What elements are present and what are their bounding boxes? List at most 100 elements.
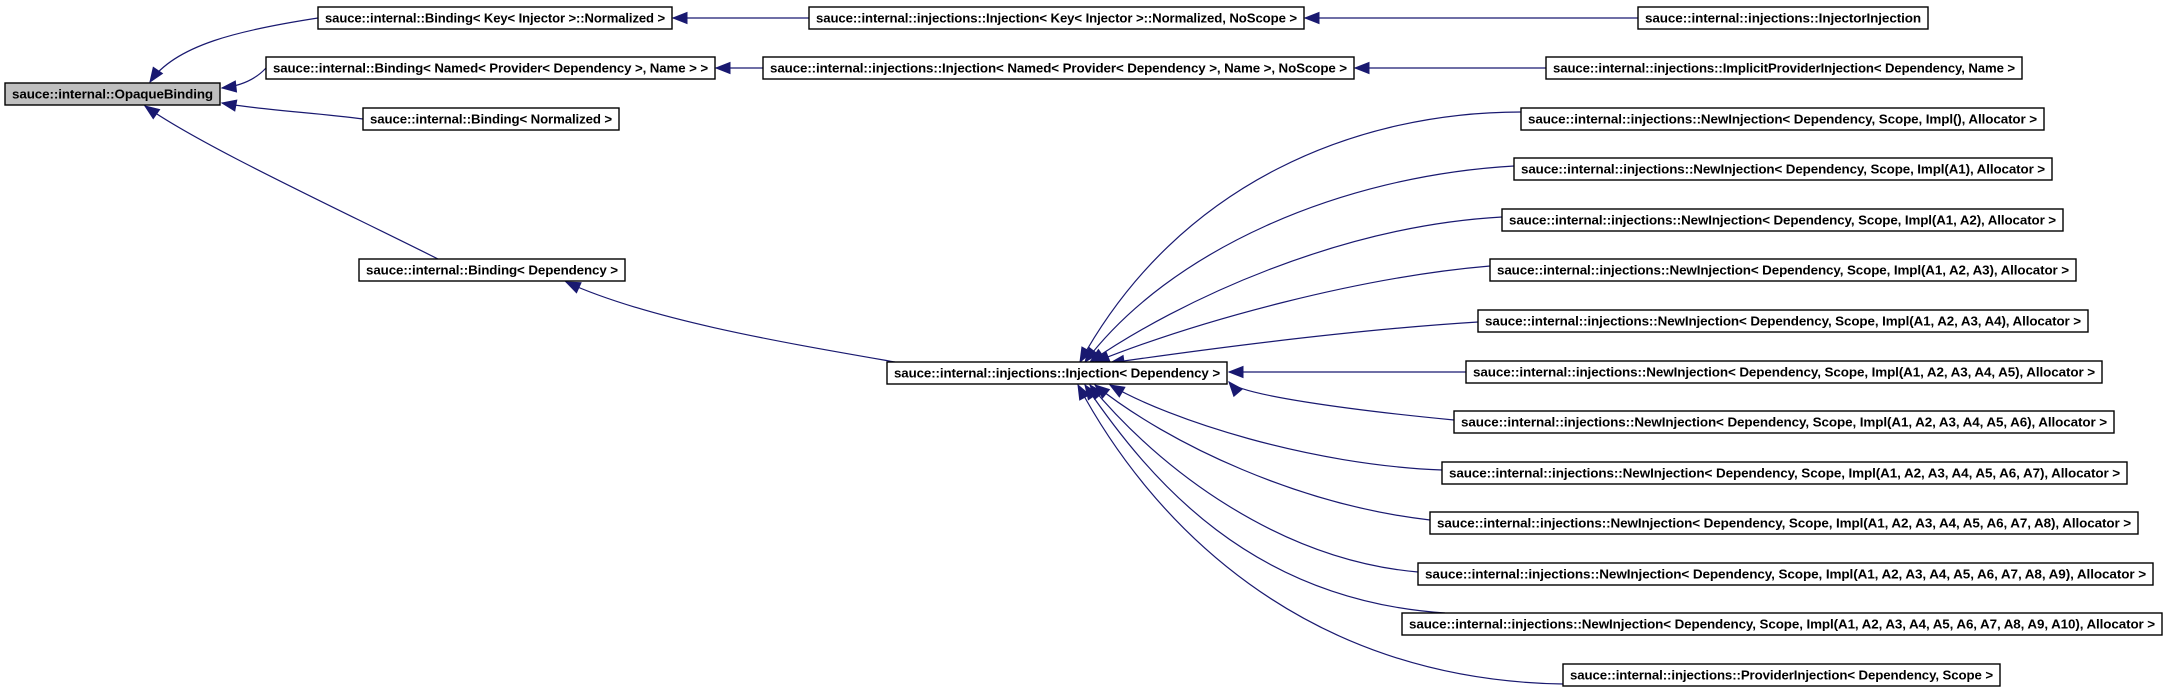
class-node[interactable]: sauce::internal::Binding< Dependency > (358, 258, 626, 282)
class-node-box (1429, 511, 2139, 535)
inheritance-edge-n13-n7 (1093, 265, 1491, 363)
class-node-box (1520, 107, 2045, 131)
edge-line (1089, 216, 1503, 363)
edge-line (1109, 384, 1443, 471)
inheritance-edge-n3-n0 (220, 99, 364, 120)
class-node[interactable]: sauce::internal::injections::NewInjectio… (1453, 410, 2115, 434)
class-node-label: sauce::internal::injections::Injection< … (770, 61, 1348, 76)
inheritance-edge-n17-n7 (1108, 384, 1443, 471)
class-node[interactable]: sauce::internal::injections::Injection< … (762, 56, 1355, 80)
class-node-label: sauce::internal::OpaqueBinding (12, 87, 213, 102)
edge-arrowhead (714, 61, 731, 75)
class-node-box (1453, 410, 2115, 434)
class-node-label: sauce::internal::injections::NewInjectio… (1485, 314, 2082, 329)
class-node[interactable]: sauce::internal::injections::NewInjectio… (1401, 612, 2163, 636)
inheritance-edge-n14-n7 (1108, 321, 1479, 368)
class-node-root[interactable]: sauce::internal::OpaqueBinding (4, 82, 221, 106)
edge-line (565, 281, 896, 363)
class-node[interactable]: sauce::internal::injections::Injection< … (808, 6, 1305, 30)
class-node-label: sauce::internal::injections::NewInjectio… (1425, 567, 2147, 582)
class-node-label: sauce::internal::injections::NewInjectio… (1528, 112, 2038, 127)
edge-arrowhead (220, 80, 238, 93)
edge-arrowhead (149, 66, 164, 84)
edge-line (1094, 384, 1431, 521)
class-node-box (4, 82, 221, 106)
class-node[interactable]: sauce::internal::injections::InjectorInj… (1637, 6, 1929, 30)
inheritance-edge-n2-n0 (220, 67, 267, 93)
class-node-label: sauce::internal::injections::ProviderInj… (1570, 668, 1994, 683)
edge-arrowhead (1303, 11, 1320, 25)
edge-line (1094, 265, 1491, 363)
class-node[interactable]: sauce::internal::injections::NewInjectio… (1441, 461, 2128, 485)
class-node[interactable]: sauce::internal::injections::Injection< … (886, 361, 1228, 385)
class-node-box (1401, 612, 2163, 636)
class-node-label: sauce::internal::Binding< Dependency > (366, 263, 619, 278)
class-node[interactable]: sauce::internal::injections::NewInjectio… (1465, 360, 2103, 384)
inheritance-edge-n15-n7 (1227, 365, 1466, 379)
class-node-box (362, 107, 620, 131)
class-node-label: sauce::internal::Binding< Normalized > (370, 112, 613, 127)
class-node-label: sauce::internal::injections::Injection< … (894, 366, 1221, 381)
inheritance-edge-n6-n2 (714, 61, 763, 75)
edge-line (221, 102, 364, 120)
inheritance-edge-n1-n0 (149, 17, 319, 84)
class-node[interactable]: sauce::internal::injections::ProviderInj… (1562, 663, 2001, 687)
class-node-box (317, 6, 673, 30)
class-node-label: sauce::internal::injections::NewInjectio… (1461, 415, 2108, 430)
inheritance-edge-n9-n6 (1353, 61, 1546, 75)
class-node[interactable]: sauce::internal::injections::NewInjectio… (1417, 562, 2154, 586)
edge-line (1228, 381, 1455, 421)
class-node-box (1637, 6, 1929, 30)
edge-arrowhead (1077, 383, 1091, 401)
inheritance-edge-n20-n7 (1084, 383, 1446, 614)
edge-arrowhead (1227, 365, 1244, 379)
class-node[interactable]: sauce::internal::injections::NewInjectio… (1429, 511, 2139, 535)
class-node[interactable]: sauce::internal::injections::NewInjectio… (1513, 157, 2053, 181)
class-node-label: sauce::internal::injections::InjectorInj… (1645, 11, 1921, 26)
class-node-label: sauce::internal::injections::NewInjectio… (1437, 516, 2132, 531)
edge-arrowhead (143, 105, 161, 120)
inheritance-edge-n12-n7 (1088, 216, 1503, 363)
edge-arrowhead (564, 281, 582, 294)
edge-line (149, 17, 319, 83)
inheritance-edge-n10-n7 (1079, 111, 1522, 364)
class-node-box (808, 6, 1305, 30)
class-node[interactable]: sauce::internal::injections::NewInjectio… (1520, 107, 2045, 131)
class-node-box (1417, 562, 2154, 586)
edge-line (1109, 321, 1479, 364)
edge-layer (143, 11, 1638, 685)
class-node-label: sauce::internal::injections::NewInjectio… (1473, 365, 2096, 380)
class-node[interactable]: sauce::internal::injections::ImplicitPro… (1545, 56, 2023, 80)
class-node[interactable]: sauce::internal::injections::NewInjectio… (1477, 309, 2089, 333)
node-layer: sauce::internal::OpaqueBindingsauce::int… (4, 6, 2163, 687)
class-node-label: sauce::internal::injections::NewInjectio… (1521, 162, 2046, 177)
class-node-label: sauce::internal::injections::NewInjectio… (1497, 263, 2070, 278)
edge-arrowhead (671, 11, 688, 25)
edge-arrowhead (1353, 61, 1370, 75)
class-node-label: sauce::internal::injections::Injection< … (816, 11, 1298, 26)
class-node-label: sauce::internal::injections::NewInjectio… (1449, 466, 2121, 481)
class-node-label: sauce::internal::injections::NewInjectio… (1409, 617, 2156, 632)
class-node-box (1545, 56, 2023, 80)
edge-line (1084, 165, 1515, 363)
class-node[interactable]: sauce::internal::Binding< Named< Provide… (265, 56, 716, 80)
class-node-box (886, 361, 1228, 385)
class-node-box (1501, 208, 2064, 232)
class-node[interactable]: sauce::internal::injections::NewInjectio… (1501, 208, 2064, 232)
class-node-label: sauce::internal::Binding< Key< Injector … (325, 11, 666, 26)
class-node-label: sauce::internal::injections::NewInjectio… (1509, 213, 2057, 228)
class-node[interactable]: sauce::internal::Binding< Normalized > (362, 107, 620, 131)
class-node[interactable]: sauce::internal::Binding< Key< Injector … (317, 6, 673, 30)
inheritance-edge-n18-n7 (1093, 384, 1431, 521)
edge-arrowhead (1084, 346, 1099, 364)
class-node-box (1489, 258, 2077, 282)
class-node[interactable]: sauce::internal::injections::NewInjectio… (1489, 258, 2077, 282)
inheritance-edge-n16-n7 (1228, 380, 1455, 421)
class-node-label: sauce::internal::Binding< Named< Provide… (273, 61, 709, 76)
class-node-box (358, 258, 626, 282)
class-node-box (265, 56, 716, 80)
class-node-box (1465, 360, 2103, 384)
class-node-box (1562, 663, 2001, 687)
class-node-box (762, 56, 1355, 80)
